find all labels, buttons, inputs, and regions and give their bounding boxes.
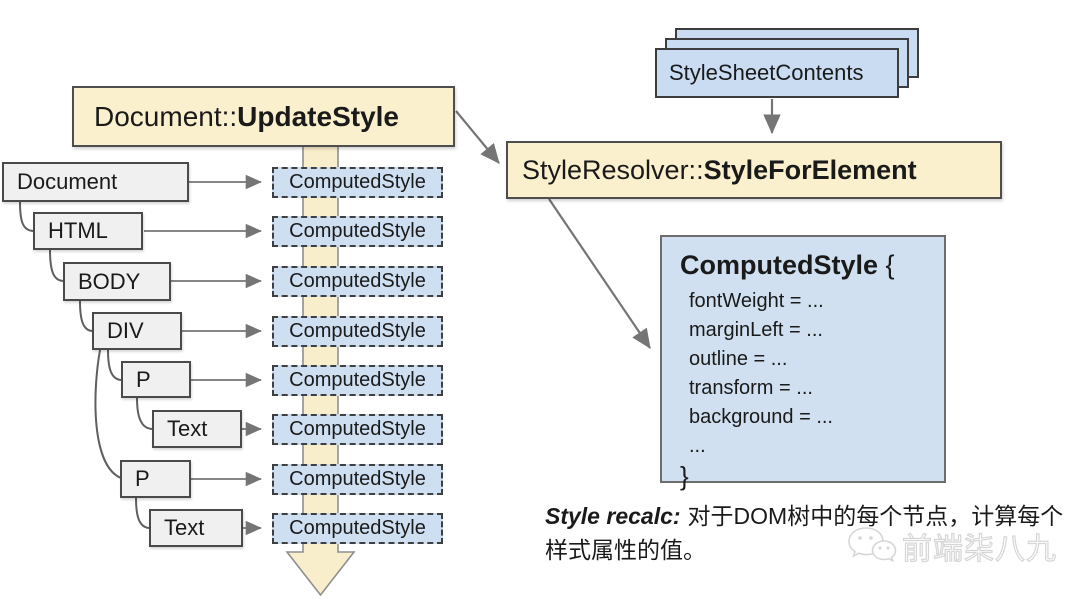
computed-style-box-8: ComputedStyle [272,513,443,544]
tree-node-p1: P [121,361,191,398]
computed-style-box-4: ComputedStyle [272,316,443,347]
computed-style-label: ComputedStyle [289,171,426,193]
computed-style-label: ComputedStyle [289,468,426,490]
property-line: ... [689,435,706,457]
property-line: transform = ... [689,377,813,399]
caption-lead: Style recalc: [545,503,681,529]
computed-style-box-5: ComputedStyle [272,365,443,396]
property-line: fontWeight = ... [689,290,824,312]
tree-node-document: Document [2,162,189,202]
tree-node-body: BODY [63,262,171,301]
computed-style-properties: fontWeight = ... marginLeft = ... outlin… [689,287,944,461]
tree-node-label: Text [164,515,205,540]
caption: Style recalc:对于DOM树中的每个节点，计算每个样式属性的值。 [545,499,1077,567]
property-line: outline = ... [689,348,788,370]
computed-style-box-3: ComputedStyle [272,266,443,297]
property-line: background = ... [689,406,833,428]
caption-body: 对于DOM树中的每个节点，计算每个样式属性的值。 [545,503,1064,563]
property-line: marginLeft = ... [689,319,823,341]
computed-style-box-6: ComputedStyle [272,414,443,445]
computed-style-box-2: ComputedStyle [272,216,443,247]
computed-style-label: ComputedStyle [289,220,426,242]
stylesheet-stack-layer-front: StyleSheetContents [655,48,899,98]
panel-close-brace: } [680,461,689,491]
stylesheet-stack-label: StyleSheetContents [669,60,864,85]
tree-node-html: HTML [33,212,143,250]
process-arrows [455,99,781,349]
tree-node-div: DIV [92,312,182,350]
computed-style-panel: ComputedStyle { fontWeight = ... marginL… [660,235,946,491]
panel-title-text: ComputedStyle [680,250,879,280]
computed-style-box-1: ComputedStyle [272,167,443,198]
computed-style-label: ComputedStyle [289,320,426,342]
tree-node-label: P [135,466,150,491]
tree-node-label: BODY [78,268,141,294]
computed-style-box-7: ComputedStyle [272,464,443,495]
computed-style-label: ComputedStyle [289,517,426,539]
tree-node-label: P [136,366,151,392]
watermark-text: 前端柒八九 [901,532,1057,566]
style-resolver-box: StyleResolver::StyleForElement [506,141,1002,199]
update-style-method: UpdateStyle [237,100,399,132]
node-to-style-arrows [144,174,262,536]
style-resolver-prefix: StyleResolver:: [522,154,704,185]
tree-connectors [19,201,154,529]
wechat-icon [848,527,897,563]
panel-open-brace: { [885,250,895,280]
computed-style-label: ComputedStyle [289,418,426,440]
tree-node-label: Text [167,416,208,441]
tree-node-label: DIV [107,318,144,343]
tree-node-text1: Text [152,410,242,448]
computed-style-panel-title: ComputedStyle { [680,250,944,281]
tree-node-label: Document [17,169,118,194]
computed-style-label: ComputedStyle [289,270,426,292]
update-style-prefix: Document:: [94,100,238,132]
update-style-box: Document::UpdateStyle [72,86,455,147]
tree-node-label: HTML [48,218,108,243]
watermark: 前端柒八九 [846,524,1057,568]
computed-style-label: ComputedStyle [289,369,426,391]
tree-node-p2: P [120,460,191,498]
tree-node-text2: Text [149,509,243,547]
style-resolver-method: StyleForElement [703,154,917,185]
